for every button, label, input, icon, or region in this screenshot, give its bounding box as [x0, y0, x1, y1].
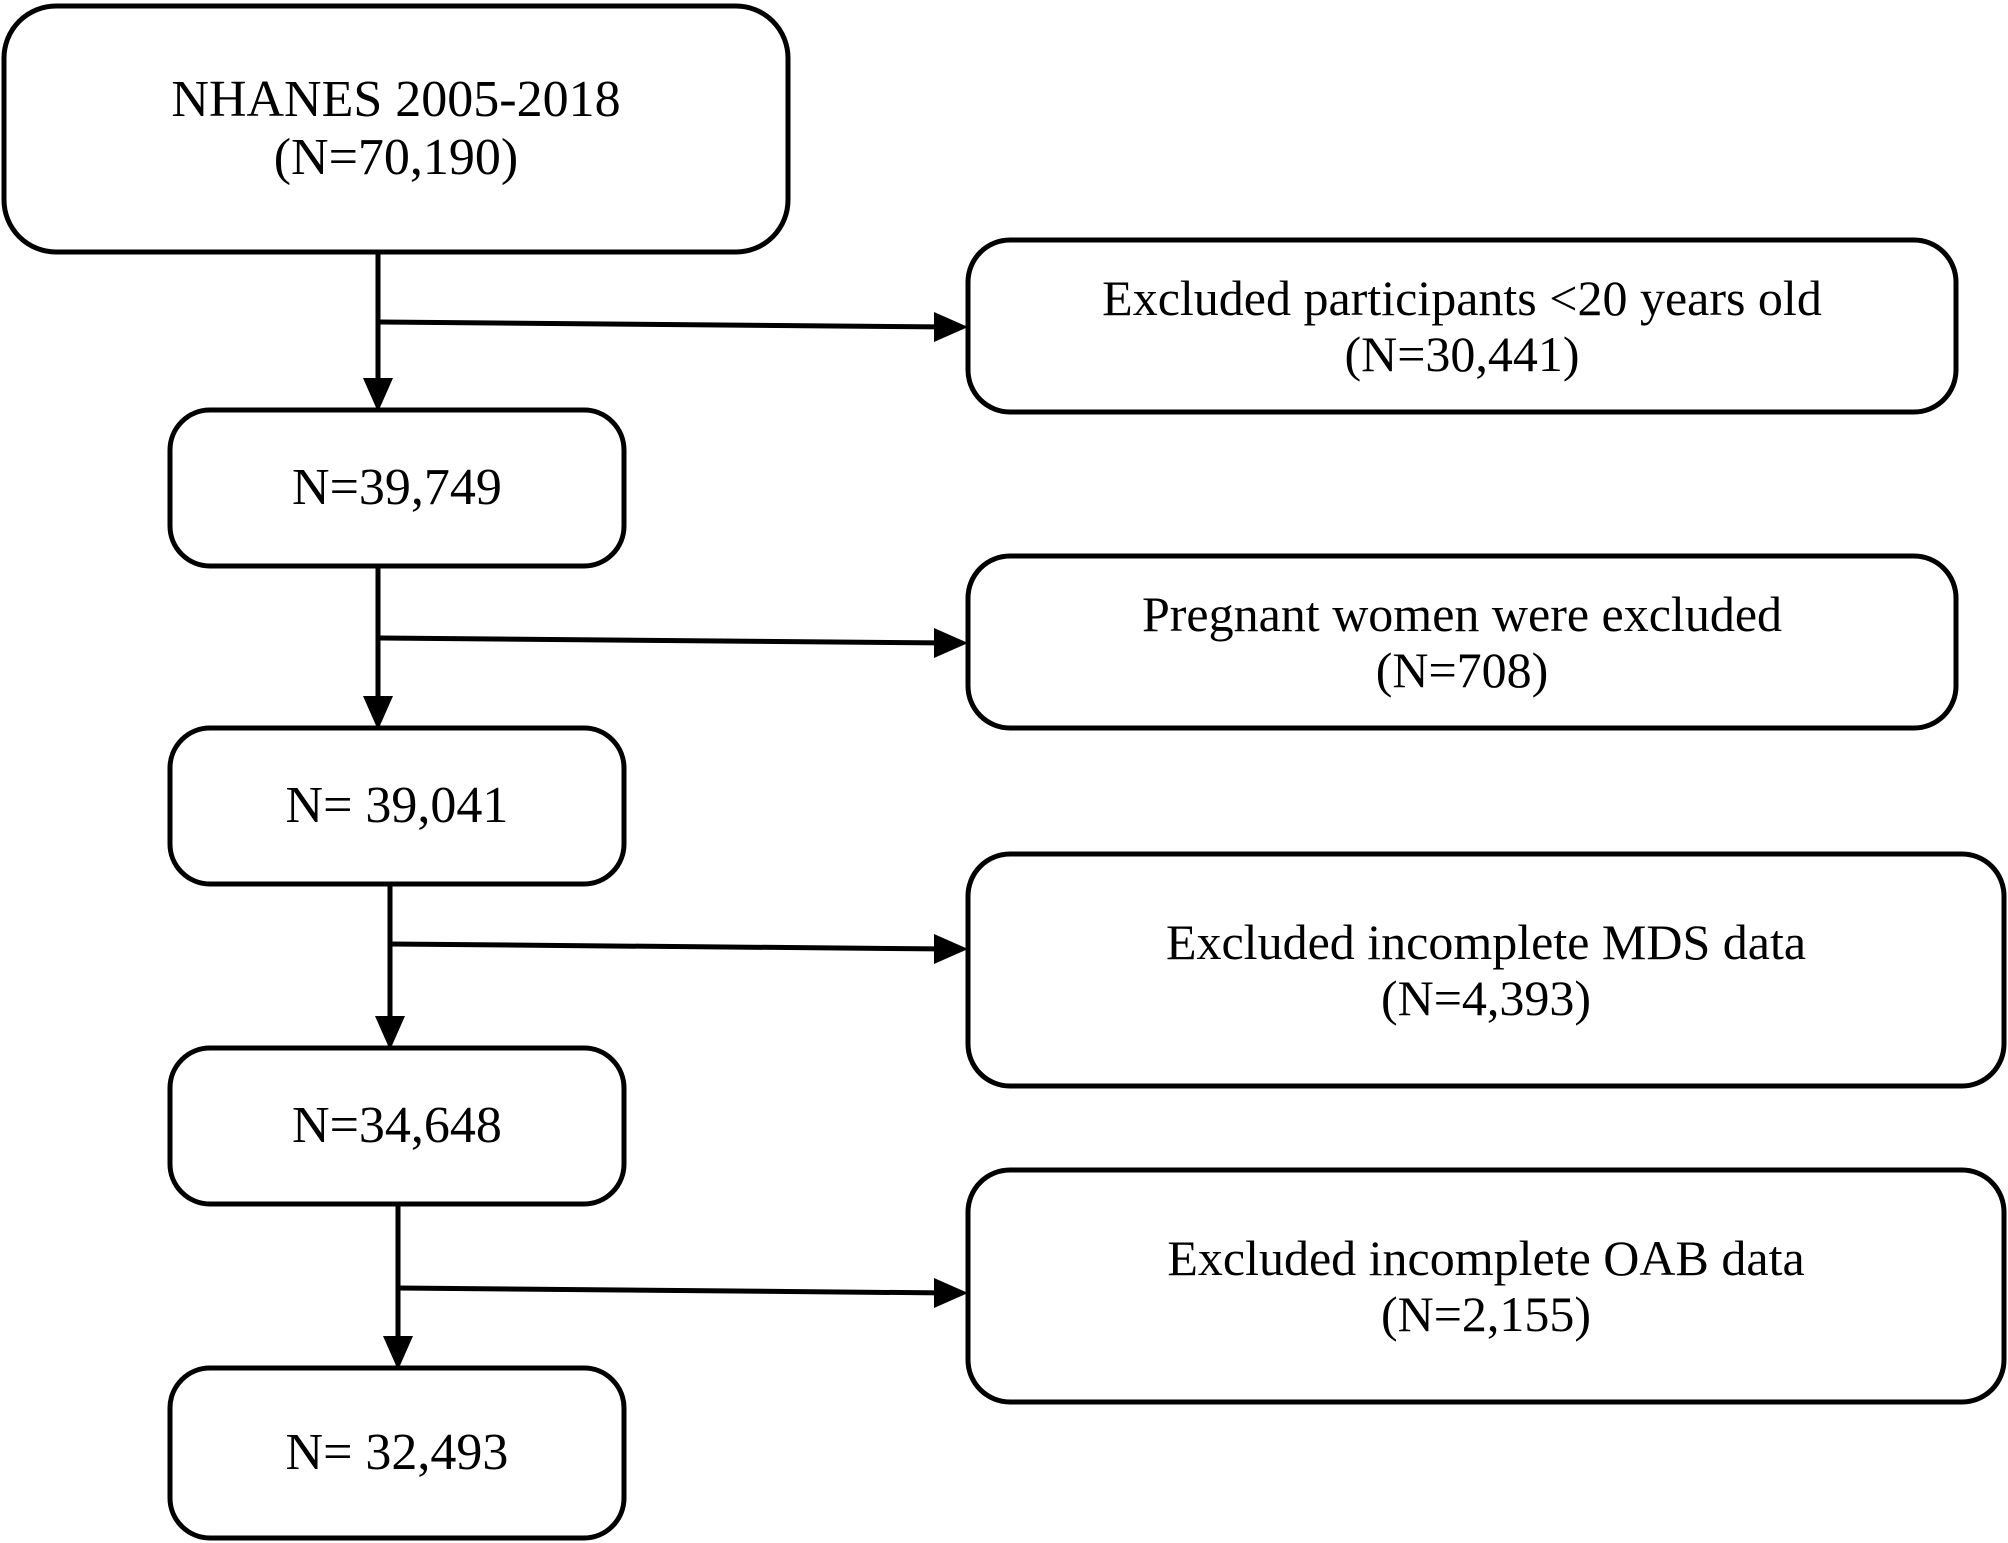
- down-arrow-2-head: [363, 696, 393, 730]
- node-source-cohort-shape: [1, 3, 791, 255]
- down-arrow-3-head: [375, 1016, 405, 1050]
- branch-arrow-4-stem: [397, 1285, 953, 1296]
- down-arrow-1-head: [363, 378, 393, 412]
- node-exclude-incomplete-oab-shape: [965, 1167, 2007, 1405]
- branch-arrow-1-stem: [377, 319, 953, 330]
- node-after-mds-exclusion-shape: [167, 1045, 627, 1207]
- node-final-analytic-sample-shape: [167, 1365, 627, 1541]
- node-exclude-under-20-shape: [965, 237, 1959, 415]
- branch-arrow-3-stem: [389, 941, 953, 952]
- down-arrow-4-head: [383, 1336, 413, 1370]
- branch-arrow-1-head: [934, 312, 968, 342]
- branch-arrow-3-head: [934, 934, 968, 964]
- node-exclude-incomplete-mds-shape: [965, 851, 2007, 1089]
- node-exclude-pregnant-shape: [965, 553, 1959, 731]
- branch-arrow-4-head: [934, 1278, 968, 1308]
- branch-arrow-2-head: [934, 628, 968, 658]
- node-after-age-exclusion-shape: [167, 407, 627, 569]
- node-after-pregnancy-exclusion-shape: [167, 725, 627, 887]
- branch-arrow-2-stem: [377, 635, 953, 646]
